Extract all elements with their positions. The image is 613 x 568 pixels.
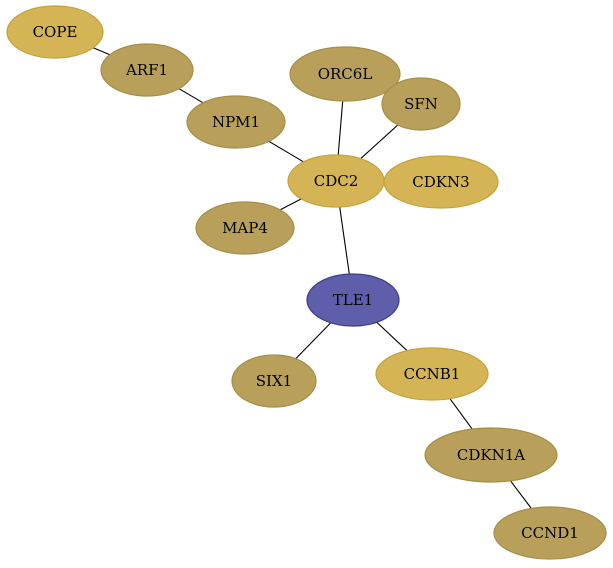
edge-sfn-cdc2 xyxy=(360,124,399,160)
node-ellipse xyxy=(195,201,295,255)
edge-cope-arf1 xyxy=(92,47,111,56)
node-label: ARF1 xyxy=(125,61,168,79)
node-label: COPE xyxy=(33,23,78,41)
node-label: NPM1 xyxy=(212,113,260,131)
node-label: SFN xyxy=(404,95,438,113)
node-ellipse xyxy=(6,5,104,59)
node-ellipse xyxy=(493,506,607,560)
node-six1[interactable]: SIX1 xyxy=(231,354,317,408)
node-label: CCND1 xyxy=(521,524,579,542)
node-npm1[interactable]: NPM1 xyxy=(186,95,286,149)
edge-cdc2-tle1 xyxy=(339,206,350,275)
node-arf1[interactable]: ARF1 xyxy=(100,43,194,97)
node-label: CCNB1 xyxy=(404,365,461,383)
node-ellipse xyxy=(186,95,286,149)
node-ellipse xyxy=(306,273,400,327)
edge-ccnb1-cdkn1a xyxy=(449,398,473,430)
node-ccnb1[interactable]: CCNB1 xyxy=(375,347,489,401)
node-label: TLE1 xyxy=(333,291,373,309)
node-ellipse xyxy=(231,354,317,408)
node-ellipse xyxy=(289,46,401,102)
node-ellipse xyxy=(383,155,499,209)
node-ellipse xyxy=(424,427,558,483)
edge-npm1-cdc2 xyxy=(268,140,304,163)
node-ellipse xyxy=(100,43,194,97)
node-cdkn3[interactable]: CDKN3 xyxy=(383,155,499,209)
node-map4[interactable]: MAP4 xyxy=(195,201,295,255)
node-label: CDC2 xyxy=(314,172,359,190)
node-sfn[interactable]: SFN xyxy=(381,77,461,131)
node-cdkn1a[interactable]: CDKN1A xyxy=(424,427,558,483)
node-cope[interactable]: COPE xyxy=(6,5,104,59)
edge-cdkn1a-ccnd1 xyxy=(510,480,532,509)
node-ellipse xyxy=(381,77,461,131)
edge-tle1-ccnb1 xyxy=(376,321,408,352)
edge-orc6l-cdc2 xyxy=(337,100,344,156)
node-label: ORC6L xyxy=(318,65,373,83)
node-label: CDKN3 xyxy=(412,173,469,191)
node-cdc2[interactable]: CDC2 xyxy=(287,154,385,208)
node-label: SIX1 xyxy=(256,372,292,390)
node-tle1[interactable]: TLE1 xyxy=(306,273,400,327)
node-ccnd1[interactable]: CCND1 xyxy=(493,506,607,560)
node-orc6l[interactable]: ORC6L xyxy=(289,46,401,102)
edge-map4-cdc2 xyxy=(279,198,302,211)
edge-tle1-six1 xyxy=(295,322,332,360)
edge-arf1-npm1 xyxy=(178,88,204,104)
node-label: MAP4 xyxy=(222,219,268,237)
node-ellipse xyxy=(375,347,489,401)
edge-layer xyxy=(92,47,532,509)
node-label: CDKN1A xyxy=(457,446,525,464)
